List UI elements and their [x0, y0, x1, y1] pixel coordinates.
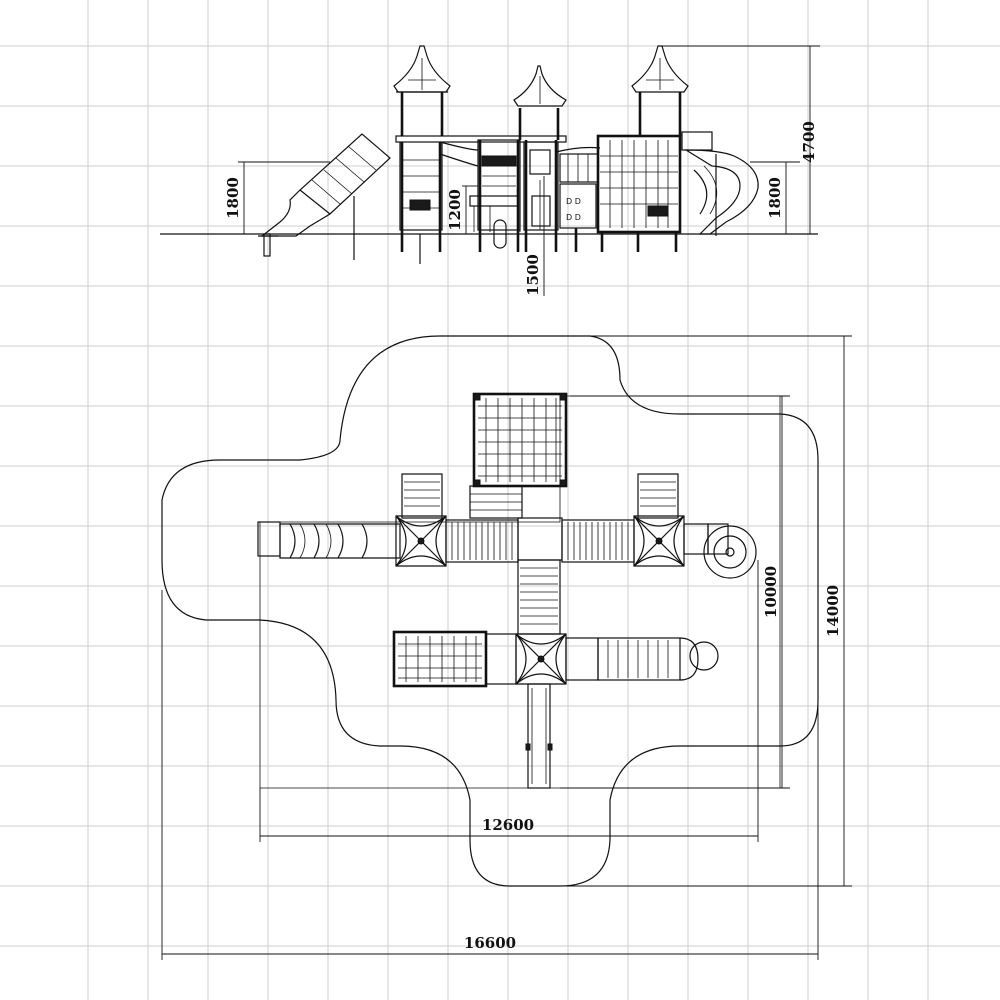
bottom-left-net [392, 630, 517, 688]
center-tower-roof-plan [515, 633, 567, 685]
side-dimensions: 4700 1800 1800 1200 1500 [224, 45, 820, 296]
right-spiral-slide [681, 131, 759, 236]
bottom-slide [525, 683, 553, 789]
dim-side-right-height: 1800 [766, 177, 784, 219]
center-platform [517, 517, 563, 561]
svg-text:D D: D D [566, 197, 581, 206]
center-tower [513, 65, 567, 252]
bottom-right-bridge [565, 637, 719, 681]
dim-side-height-total: 4700 [800, 121, 818, 163]
left-bridge [445, 519, 519, 563]
right-tower [596, 45, 689, 252]
right-tower-roof-plan [633, 515, 685, 567]
left-tower-roof-plan [395, 515, 447, 567]
right-stair [637, 473, 679, 519]
dim-plan-inner-width: 12600 [482, 816, 534, 834]
dim-side-platform-height: 1200 [446, 189, 464, 231]
climbing-wall-side: D D D D [555, 146, 601, 252]
left-tube-slide [258, 133, 391, 260]
dim-side-left-height: 1800 [224, 177, 242, 219]
left-stair [401, 473, 443, 519]
svg-text:D D: D D [566, 213, 581, 222]
dim-plan-inner-depth: 10000 [762, 566, 780, 618]
top-plan [161, 335, 819, 887]
central-deck [395, 135, 567, 252]
dim-plan-outer-depth: 14000 [824, 585, 842, 637]
vertical-bridge [517, 559, 561, 635]
left-tube-slide-plan [257, 521, 401, 559]
side-elevation: D D D D [160, 45, 818, 264]
dim-plan-outer-width: 16600 [464, 934, 516, 952]
left-tower [393, 45, 451, 264]
right-spiral-slide-plan [683, 523, 757, 579]
plan-dimensions: 10000 14000 12600 16600 [161, 335, 852, 960]
dim-side-depth: 1500 [524, 254, 542, 296]
top-climbing-net [469, 392, 568, 519]
